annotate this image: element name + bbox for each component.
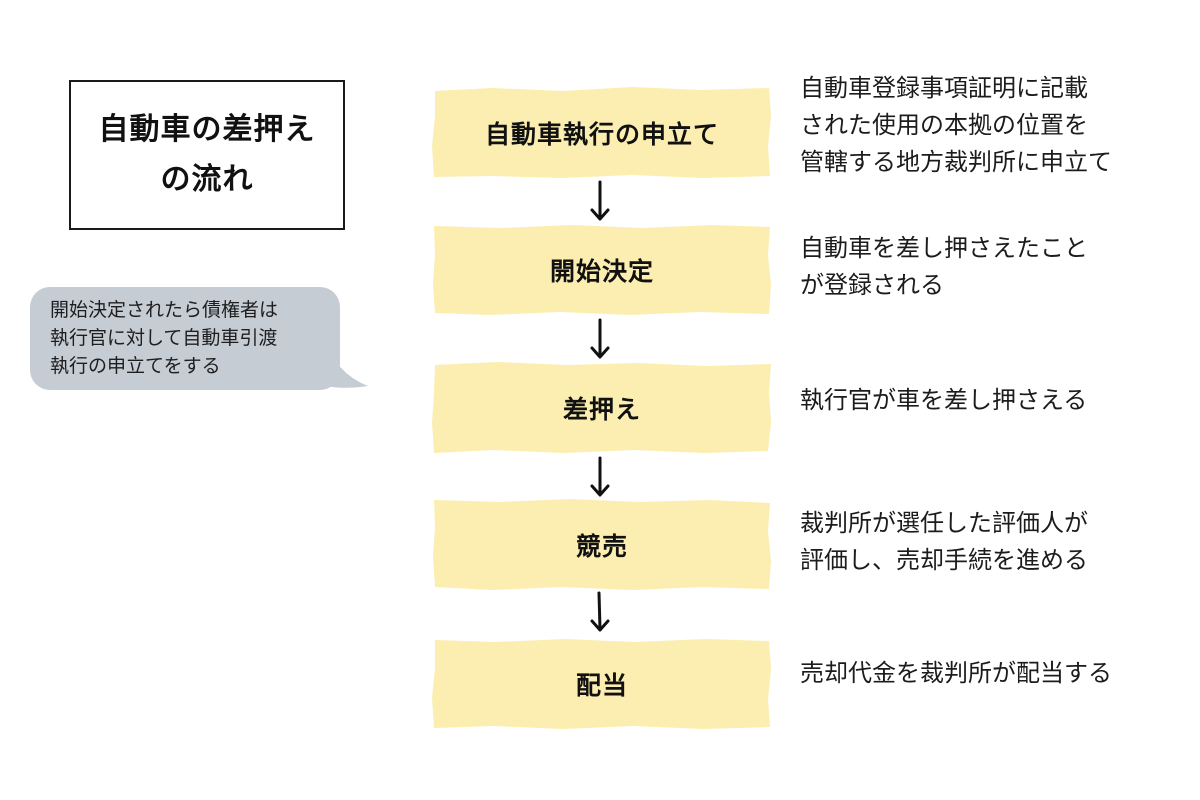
diagram-title: 自動車の差押え の流れ: [99, 105, 316, 205]
description-line: 自動車登録事項証明に記載: [800, 74, 1088, 102]
title-line-1: 自動車の差押え: [98, 112, 316, 147]
step-label: 開始決定: [549, 256, 654, 286]
step-label: 自動車執行の申立て: [484, 119, 719, 149]
note-line-2: 執行官に対して自動車引渡: [50, 327, 278, 349]
title-box: 自動車の差押え の流れ: [69, 80, 345, 230]
step-background: [432, 362, 771, 453]
step-background: [432, 639, 771, 729]
flow-step-application: 自動車執行の申立て: [432, 86, 772, 179]
down-arrow-icon: [590, 180, 610, 221]
flow-step-commencement: 開始決定: [432, 223, 772, 316]
flow-step-distribution: 配当: [432, 637, 772, 730]
description-line: が登録される: [800, 271, 944, 299]
step-background: [432, 87, 771, 178]
step-label: 差押え: [562, 394, 641, 424]
step-background: [433, 499, 771, 590]
note-line-3: 執行の申立てをする: [50, 355, 221, 377]
title-line-2: の流れ: [160, 162, 254, 197]
note-line-1: 開始決定されたら債権者は: [50, 299, 279, 321]
step-label: 配当: [575, 670, 628, 700]
step-description-distribution: 売却代金を裁判所が配当する: [800, 655, 1112, 692]
description-line: 裁判所が選任した評価人が: [800, 509, 1088, 537]
description-line: 評価し、売却手続を進める: [800, 546, 1088, 574]
description-line: された使用の本拠の位置を: [800, 111, 1088, 139]
step-description-commencement: 自動車を差し押さえたこと が登録される: [800, 230, 1088, 304]
description-line: 管轄する地方裁判所に申立て: [800, 148, 1112, 176]
step-description-seizure: 執行官が車を差し押さえる: [800, 382, 1087, 419]
description-line: 売却代金を裁判所が配当する: [800, 659, 1112, 687]
flow-step-seizure: 差押え: [432, 361, 772, 454]
down-arrow-icon: [590, 318, 610, 359]
step-background: [433, 225, 771, 315]
flow-step-auction: 競売: [432, 498, 772, 591]
description-line: 自動車を差し押さえたこと: [800, 234, 1088, 262]
down-arrow-icon: [590, 591, 610, 632]
step-label: 競売: [575, 531, 628, 561]
down-arrow-icon: [590, 456, 610, 497]
speech-bubble-note: 開始決定されたら債権者は 執行官に対して自動車引渡 執行の申立てをする: [30, 287, 340, 390]
description-line: 執行官が車を差し押さえる: [800, 386, 1088, 414]
step-description-auction: 裁判所が選任した評価人が 評価し、売却手続を進める: [800, 505, 1088, 579]
step-description-application: 自動車登録事項証明に記載 された使用の本拠の位置を 管轄する地方裁判所に申立て: [800, 70, 1112, 181]
